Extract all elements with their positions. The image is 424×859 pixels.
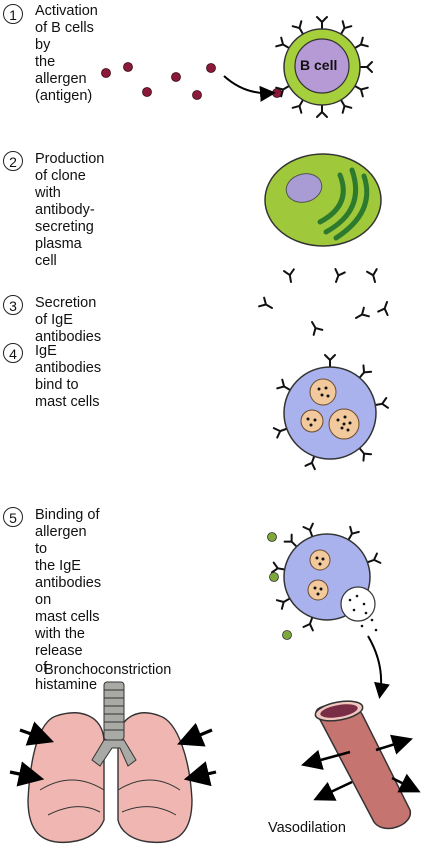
step-number: 5: [3, 507, 23, 527]
step-text: IgE antibodies bind to mast cells: [35, 343, 102, 410]
b-cell-label: B cell: [300, 57, 338, 73]
vasodilation-label: Vasodilation: [268, 820, 346, 836]
bronchoconstriction-label: Bronchoconstriction: [44, 662, 172, 678]
mast-cell: [272, 354, 389, 471]
free-ige-antibodies: [258, 268, 393, 336]
step-text: Production of clone with antibody-secret…: [35, 151, 105, 269]
step-number: 2: [3, 151, 23, 171]
mast-cell-degranulating: [267, 522, 382, 640]
step-number: 1: [3, 4, 23, 24]
step-text: Activation of B cells by the allergen (a…: [35, 3, 98, 104]
lungs: [9, 681, 217, 844]
histamine-arrow: [367, 635, 390, 699]
allergen-particles: [101, 62, 282, 100]
plasma-cell: [264, 153, 382, 247]
activation-arrow: [223, 75, 276, 102]
blood-vessel: [300, 700, 421, 830]
step-text: Secretion of IgE antibodies: [35, 295, 102, 345]
step-number: 3: [3, 295, 23, 315]
step-number: 4: [3, 343, 23, 363]
trachea: [91, 681, 137, 767]
b-cell: [275, 16, 373, 118]
step-text: Binding of allergen to the IgE antibodie…: [35, 507, 102, 693]
bound-allergens: [267, 532, 292, 640]
